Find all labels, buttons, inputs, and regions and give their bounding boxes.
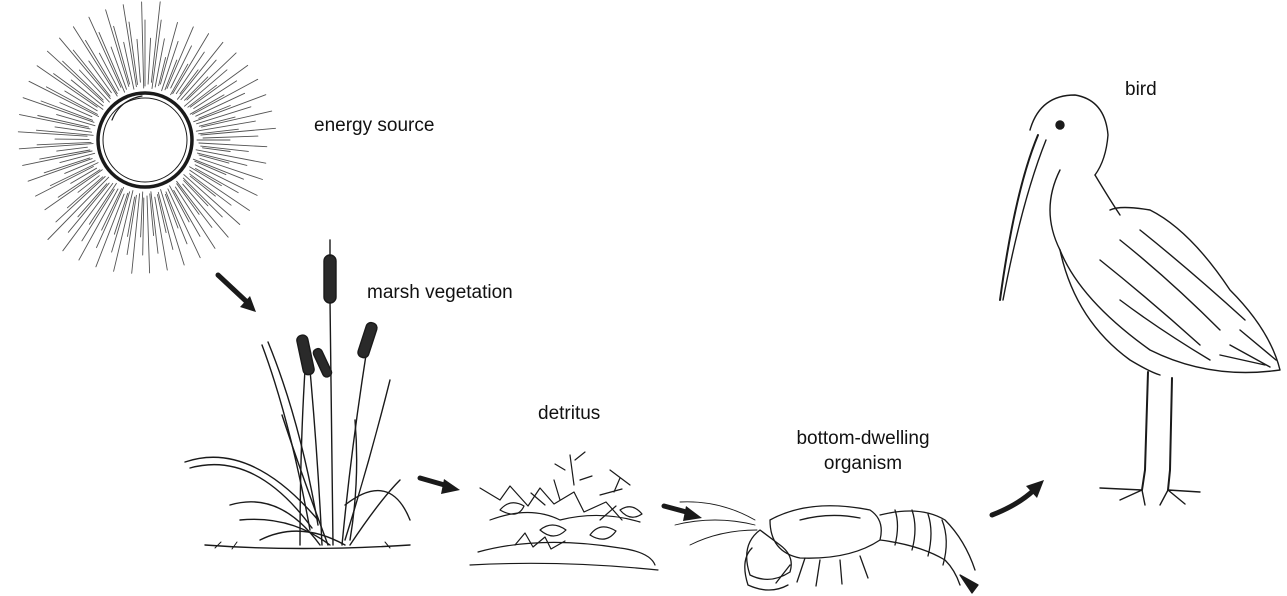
sun-ray — [187, 53, 236, 100]
sun-ray — [197, 107, 251, 124]
sun-ray — [40, 150, 90, 159]
arrow-icon — [218, 275, 256, 312]
label-marsh-vegetation: marsh vegetation — [367, 280, 513, 305]
sun-ray — [141, 192, 143, 237]
label-bottom-dwelling-line2: organism — [768, 451, 958, 476]
sun-ray — [203, 148, 231, 152]
sun-ray — [73, 27, 117, 96]
sun-ray — [46, 87, 97, 115]
ibis-bird-icon — [1000, 95, 1280, 505]
arrow-icon — [664, 506, 702, 521]
sun-ray — [190, 170, 250, 210]
detritus-icon — [470, 452, 658, 570]
label-bird: bird — [1125, 77, 1157, 102]
sun-ray — [143, 198, 144, 255]
sun-ray — [99, 32, 125, 92]
sun-ray — [45, 170, 102, 210]
sun-ray — [151, 2, 160, 83]
sun-ray — [79, 70, 109, 102]
sun-ray — [160, 22, 177, 84]
sun-ray — [57, 147, 88, 151]
sun-ray — [96, 194, 124, 267]
sun-ray — [89, 183, 116, 224]
label-detritus: detritus — [538, 401, 600, 426]
sun-ray — [199, 143, 267, 147]
sun-ray — [155, 197, 168, 270]
sun-ray — [147, 196, 150, 273]
label-energy-source: energy source — [314, 113, 434, 138]
sun-icon — [18, 2, 275, 274]
sun-ray — [167, 27, 193, 89]
label-bottom-dwelling-organism: bottom-dwelling organism — [768, 426, 958, 476]
sun-ray — [127, 195, 136, 254]
sun-ray — [142, 2, 144, 88]
sun-ray — [158, 195, 167, 233]
sun-ray — [63, 61, 104, 100]
crayfish-icon — [675, 502, 978, 593]
arrow-icon — [992, 480, 1044, 515]
sun-ray — [129, 22, 138, 84]
sun-ray — [137, 39, 140, 82]
sun-ray — [23, 98, 94, 123]
sun-ray — [183, 184, 229, 237]
label-bottom-dwelling-line1: bottom-dwelling — [768, 426, 958, 451]
sun-ray — [36, 167, 94, 197]
sun-ray — [148, 38, 151, 84]
sun-ray — [23, 151, 93, 165]
sun-ray — [184, 175, 240, 225]
sun-ray — [203, 136, 258, 138]
sun-ray — [199, 155, 229, 163]
arrow-icon — [420, 478, 460, 494]
